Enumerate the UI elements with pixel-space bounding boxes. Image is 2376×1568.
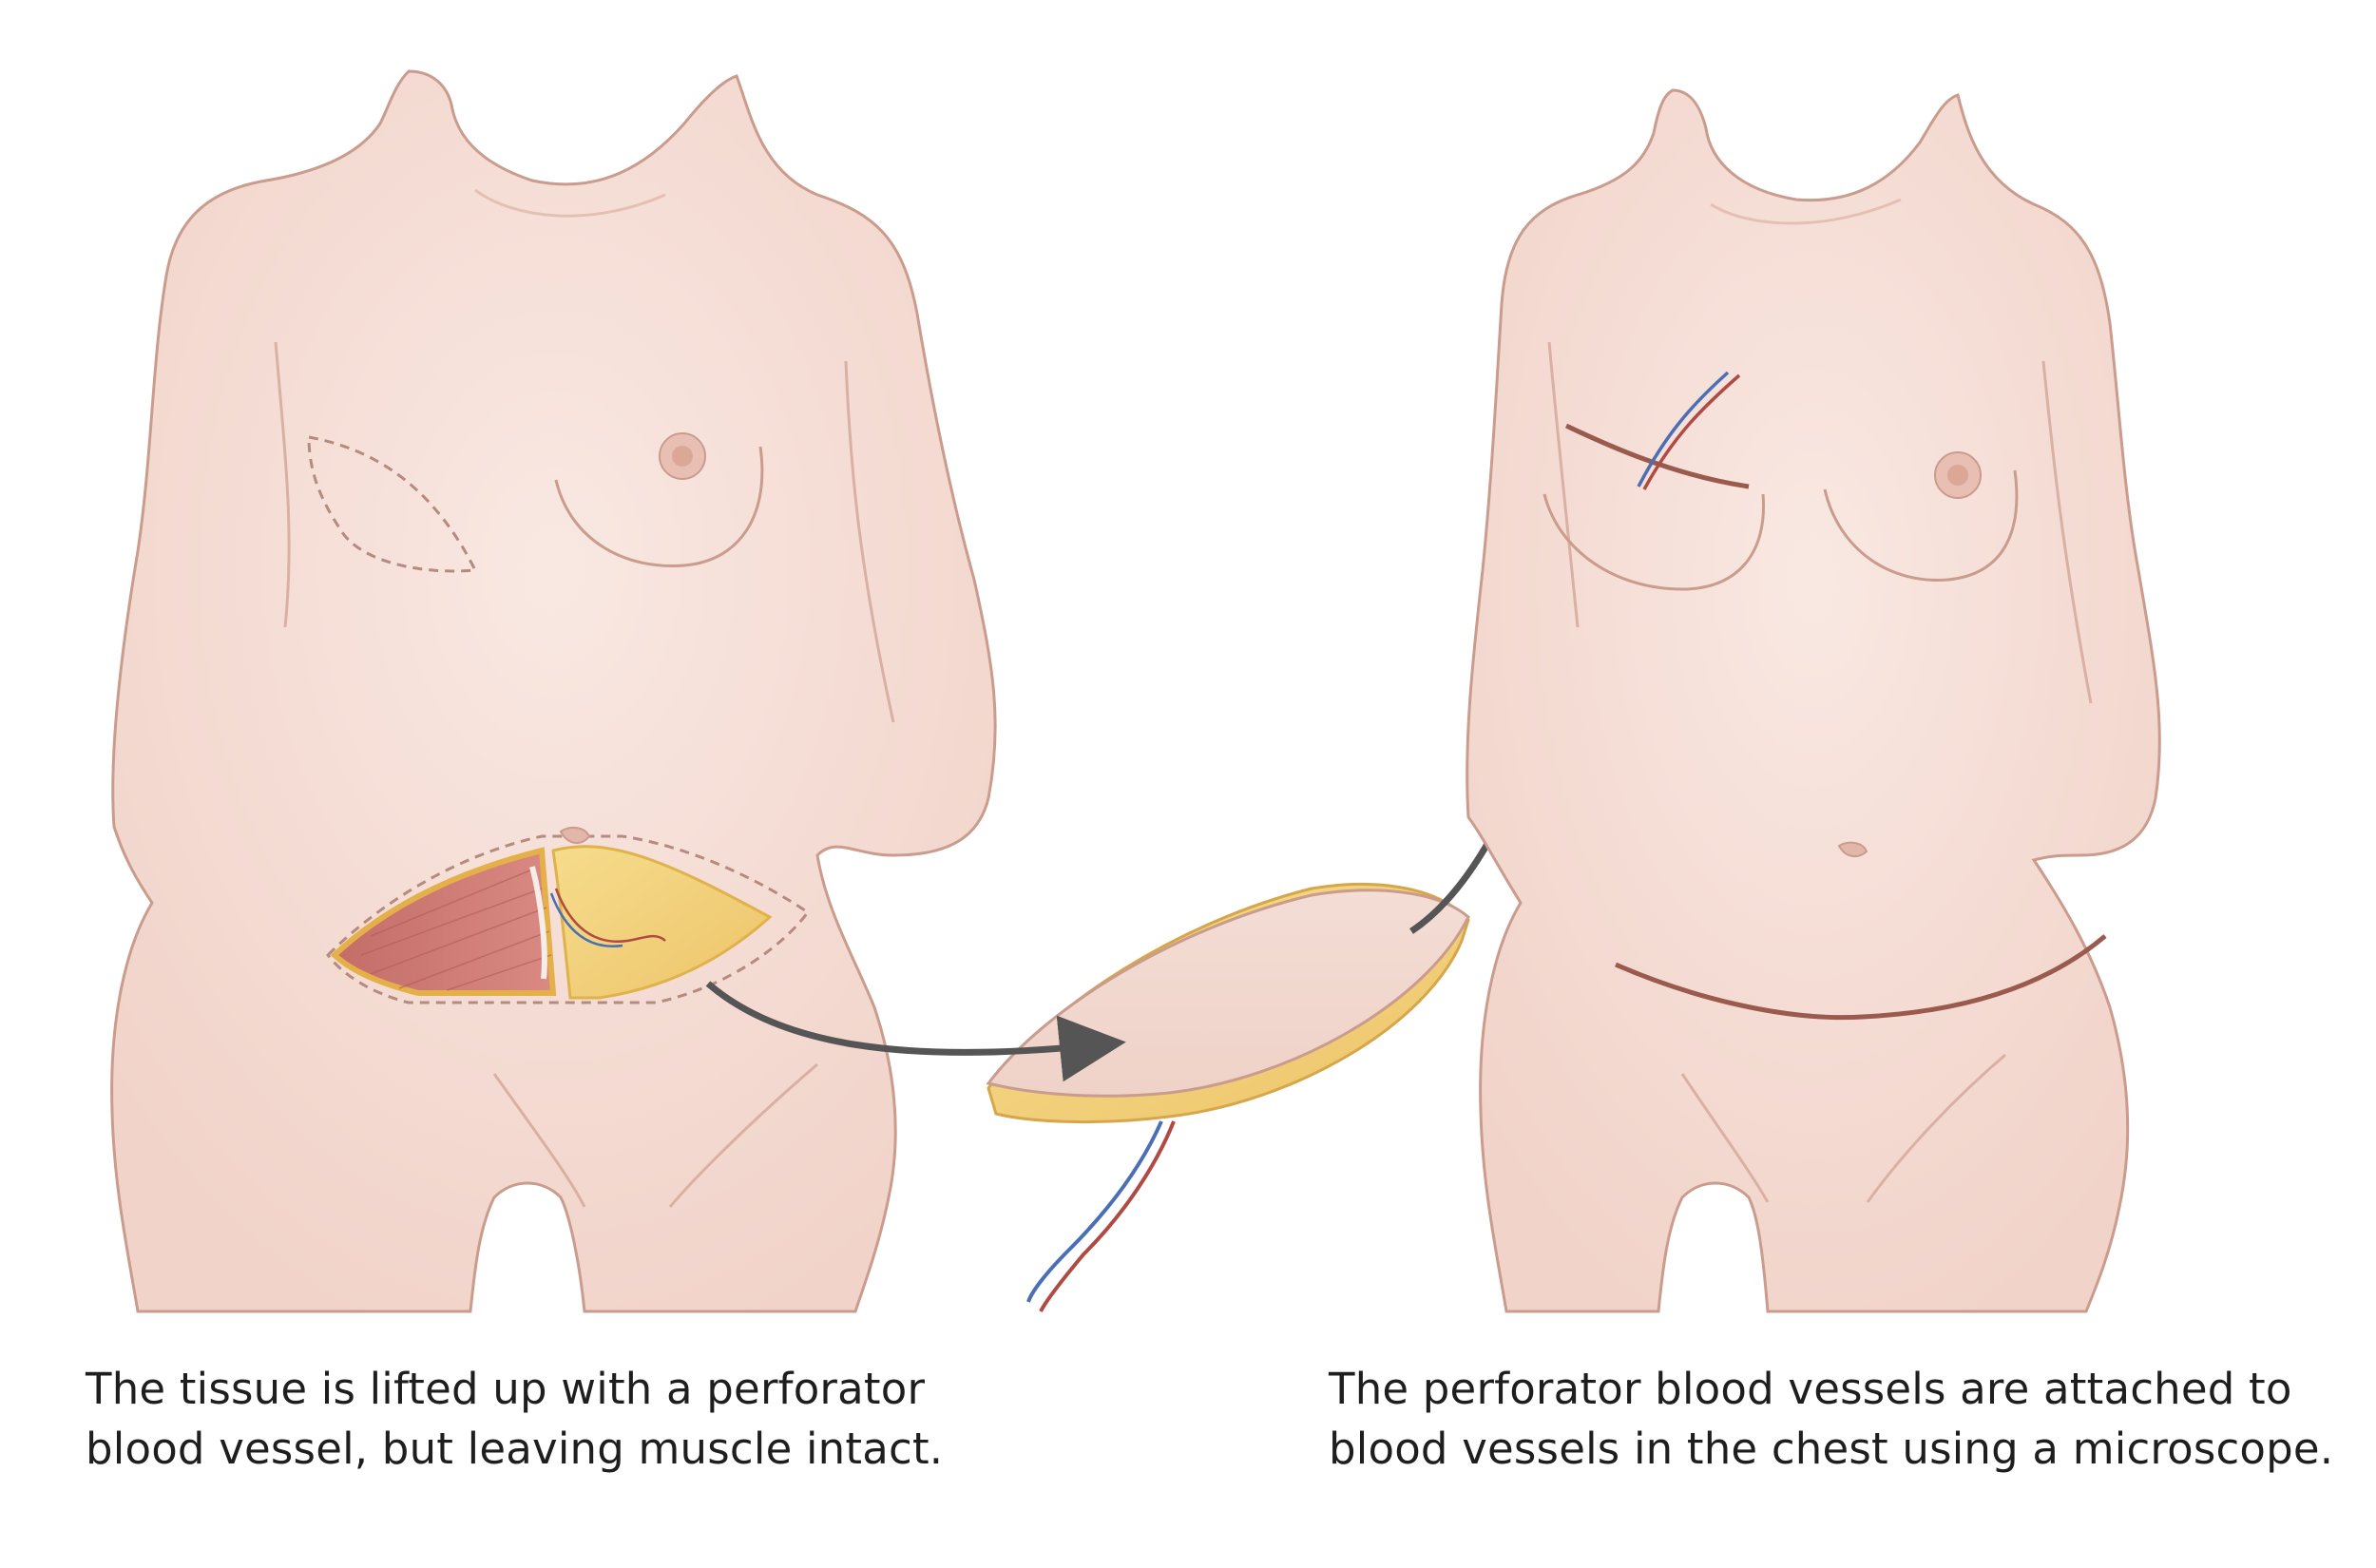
- right-torso-body: [1466, 88, 2161, 1313]
- groin-line-left: [492, 1073, 586, 1208]
- perforator-blue: [549, 892, 623, 947]
- right-groin-line-right: [1866, 1053, 2006, 1203]
- abdominal-flap-site: [326, 826, 811, 1004]
- chest-vein: [1637, 371, 1730, 488]
- muscle-split: [529, 866, 547, 980]
- mastectomy-outline: [307, 435, 478, 573]
- free-flap: [986, 883, 1470, 1312]
- arrow-to-flap-icon: [705, 981, 1126, 1082]
- left-caption-line-1: The tissue is lifted up with a perforato…: [86, 1364, 926, 1414]
- right-breast-outline: [1823, 469, 2019, 582]
- perforator-red: [554, 888, 666, 943]
- right-arm-line: [844, 360, 895, 723]
- right-neck-line: [1710, 198, 1902, 225]
- flap-artery: [1039, 1120, 1176, 1312]
- left-arm-line: [274, 341, 291, 628]
- right-torso: [1466, 88, 2161, 1313]
- flap-vein: [1026, 1120, 1163, 1303]
- left-caption: The tissue is lifted up with a perforato…: [86, 1359, 943, 1479]
- right-right-arm-line: [2041, 360, 2093, 704]
- breast-outline: [554, 446, 764, 568]
- right-caption-line-2: blood vessels in the chest using a micro…: [1329, 1424, 2334, 1474]
- muscle-fibers: [360, 869, 552, 991]
- left-caption-line-2: blood vessel, but leaving muscle intact.: [86, 1424, 944, 1474]
- right-groin-line-left: [1680, 1073, 1770, 1203]
- right-nipple-center: [1947, 465, 1968, 486]
- chest-scar: [1564, 423, 1750, 489]
- left-torso: [110, 69, 997, 1313]
- fat-tissue: [551, 845, 773, 1000]
- groin-line-right: [668, 1062, 818, 1208]
- left-torso-body: [110, 69, 997, 1313]
- neck-line: [474, 188, 666, 218]
- right-caption: The perforator blood vessels are attache…: [1329, 1359, 2333, 1479]
- reconstructed-breast-outline: [1542, 493, 1766, 591]
- belly-button-icon: [559, 826, 591, 844]
- abdominal-scar: [1614, 934, 2107, 1021]
- right-left-arm-line: [1547, 341, 1580, 628]
- muscle-tissue: [330, 847, 557, 996]
- chest-artery: [1642, 373, 1741, 490]
- right-caption-line-1: The perforator blood vessels are attache…: [1329, 1364, 2292, 1414]
- flap-skin-surface: [986, 889, 1470, 1098]
- nipple-center: [672, 446, 693, 467]
- right-belly-button-icon: [1837, 841, 1868, 858]
